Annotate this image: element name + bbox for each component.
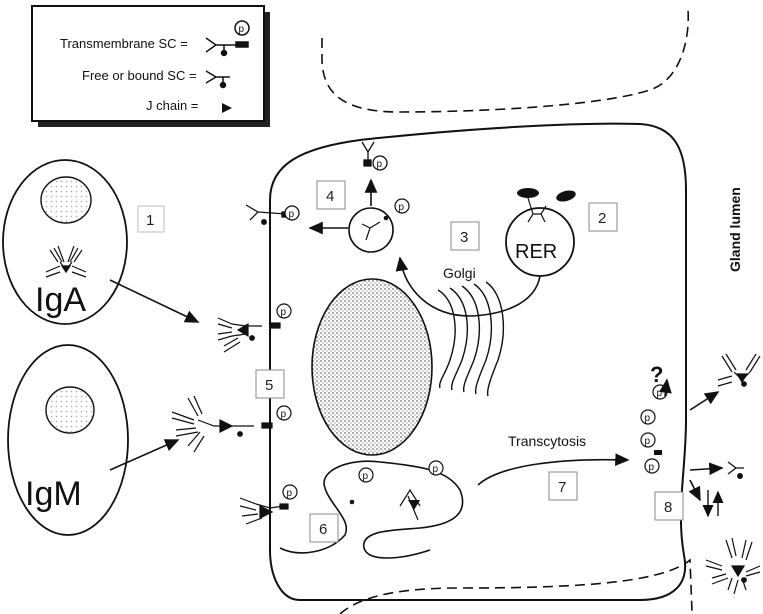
svg-text:7: 7 xyxy=(558,479,566,496)
secretory-iga-lumen xyxy=(718,354,760,386)
transcytosis-label: Transcytosis xyxy=(508,433,586,449)
apical-sc-top: p xyxy=(362,142,387,170)
golgi-apparatus: Golgi xyxy=(438,265,503,396)
iga-label: IgA xyxy=(35,281,86,319)
legend-j-chain: J chain = xyxy=(146,98,198,113)
vesicle-phospho: p xyxy=(399,202,405,213)
endocytic-phospho-2: p xyxy=(433,464,439,475)
igm-bound-membrane: p xyxy=(172,396,291,452)
iga-bound-phospho: p xyxy=(281,307,287,318)
golgi-label: Golgi xyxy=(443,265,476,281)
endocytic-vesicle: p p xyxy=(280,461,463,558)
free-sc-lumen xyxy=(728,462,744,478)
svg-text:1: 1 xyxy=(146,212,154,229)
step-box-8: 8 xyxy=(655,492,683,520)
nucleus xyxy=(312,279,432,455)
step-box-5: 5 xyxy=(256,370,284,398)
apical-release: p p p p ? xyxy=(641,362,667,473)
iga-endocytosis-phospho: p xyxy=(287,488,293,499)
igm-plasma-cell: IgM xyxy=(8,345,128,535)
lower-neighbor-cell-outline xyxy=(340,560,692,614)
svg-text:6: 6 xyxy=(319,521,327,538)
legend-box: Transmembrane SC = Free or bound SC = J … xyxy=(32,6,270,127)
svg-text:8: 8 xyxy=(664,499,672,516)
lumen-arrow-upper xyxy=(690,392,718,410)
legend-transmembrane-sc: Transmembrane SC = xyxy=(60,36,188,51)
apical-phospho-3: p xyxy=(645,436,651,447)
svg-text:2: 2 xyxy=(598,210,606,227)
step-box-3: 3 xyxy=(451,222,479,250)
step-box-7: 7 xyxy=(549,472,577,500)
iga-plasma-cell: IgA xyxy=(3,160,127,324)
step-box-1: 1 xyxy=(138,206,164,232)
rer-label: RER xyxy=(515,241,557,263)
transport-vesicle: p xyxy=(349,199,409,252)
membrane-sc-phospho: p xyxy=(289,209,295,220)
igm-bound-phospho: p xyxy=(281,409,287,420)
svg-text:4: 4 xyxy=(326,188,334,205)
iga-arrow xyxy=(110,280,198,322)
gland-lumen-label: Gland lumen xyxy=(727,187,743,272)
step-box-6: 6 xyxy=(310,514,338,542)
step-box-4: 4 xyxy=(317,181,345,209)
transmembrane-sc-phospho: p xyxy=(239,24,245,35)
svg-text:5: 5 xyxy=(265,377,273,394)
lumen-arrow-middle xyxy=(690,468,722,470)
iga-endocytosis: p xyxy=(240,485,297,524)
secretory-igm-lumen xyxy=(706,538,760,594)
lumen-arrow-lower xyxy=(690,480,700,500)
svg-text:3: 3 xyxy=(460,229,468,246)
membrane-sc-left: p xyxy=(246,205,299,224)
step-box-2: 2 xyxy=(589,203,617,231)
rer: RER xyxy=(506,188,577,276)
apical-sc-phospho: p xyxy=(377,159,383,170)
apical-phospho-2: p xyxy=(645,413,651,424)
igm-label: IgM xyxy=(25,475,82,513)
apical-phospho-4: p xyxy=(649,462,655,473)
iga-bound-membrane: p xyxy=(218,304,291,352)
endocytic-phospho-1: p xyxy=(363,471,369,482)
question-mark: ? xyxy=(650,362,663,387)
upper-neighbor-cell-outline xyxy=(322,10,688,112)
apical-phospho-1: p xyxy=(657,388,663,399)
legend-free-sc: Free or bound SC = xyxy=(82,68,197,83)
